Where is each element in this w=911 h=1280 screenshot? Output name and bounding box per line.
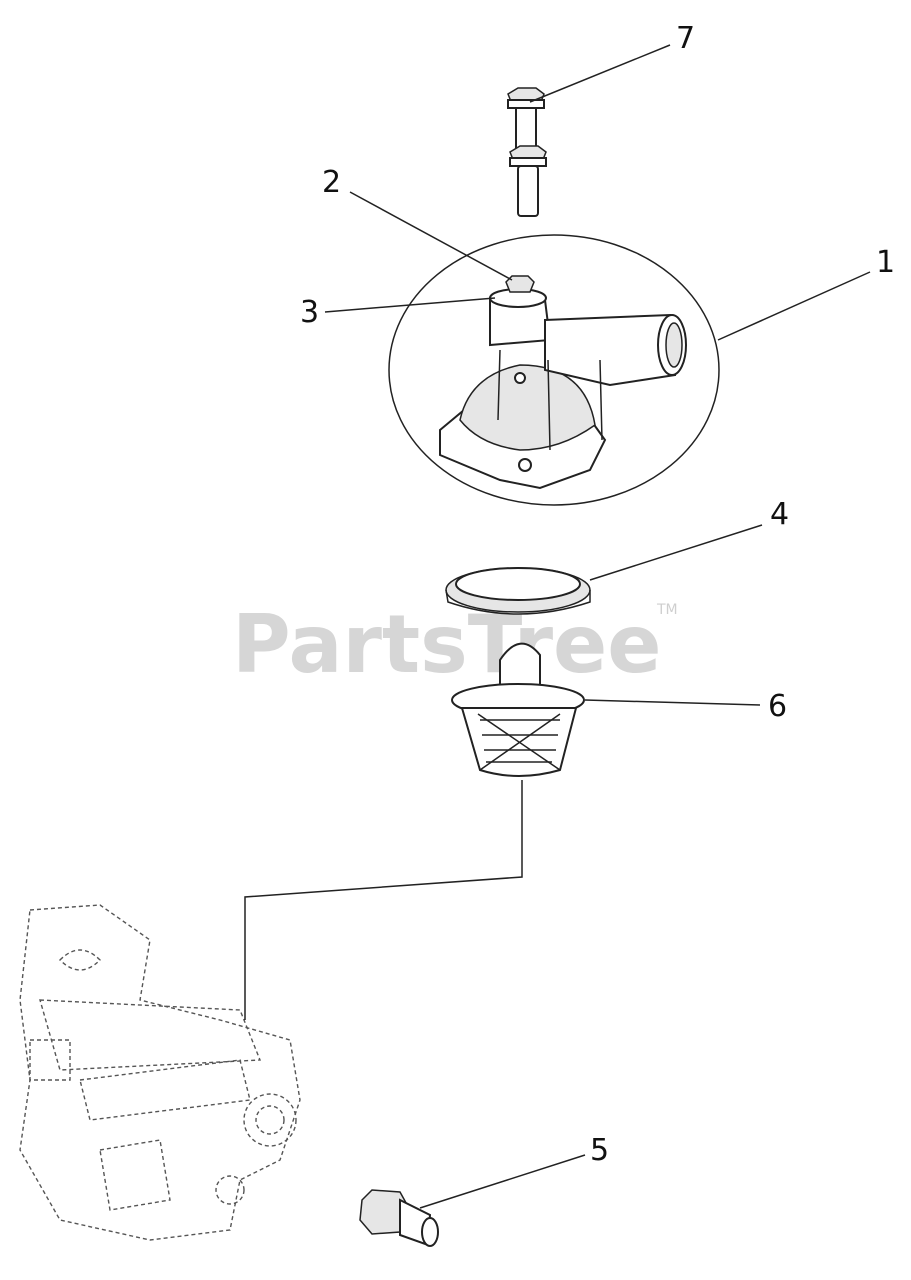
watermark-trademark: TM: [656, 602, 678, 618]
leader-6-to-engine: [244, 780, 523, 1020]
leader-6: [584, 699, 761, 706]
part-6-thermostat: [451, 642, 585, 777]
callout-3: 3: [300, 295, 319, 330]
leader-5: [419, 1154, 586, 1209]
part-2-3-screw: [505, 275, 535, 293]
engine-block: [19, 904, 301, 1241]
leader-lines: [244, 44, 871, 1209]
part-5-hose-fitting: [359, 1189, 439, 1247]
callout-7: 7: [676, 21, 695, 56]
callouts: 7 2 3 1 4 6 5: [300, 21, 895, 1168]
part-1-thermostat-housing: [388, 234, 720, 506]
watermark-text: PartsTree: [232, 598, 662, 691]
leader-4: [589, 524, 763, 581]
watermark: PartsTree TM: [232, 598, 678, 691]
callout-5: 5: [590, 1133, 609, 1168]
callout-1: 1: [876, 245, 895, 280]
leader-7: [529, 44, 671, 103]
leader-2: [349, 191, 513, 281]
leader-3: [324, 297, 496, 313]
leader-1: [717, 271, 871, 341]
part-7-bolts: [507, 87, 547, 217]
callout-4: 4: [770, 497, 789, 532]
callout-2: 2: [322, 165, 341, 200]
callout-6: 6: [768, 689, 787, 724]
part-4-gasket: [445, 567, 591, 615]
